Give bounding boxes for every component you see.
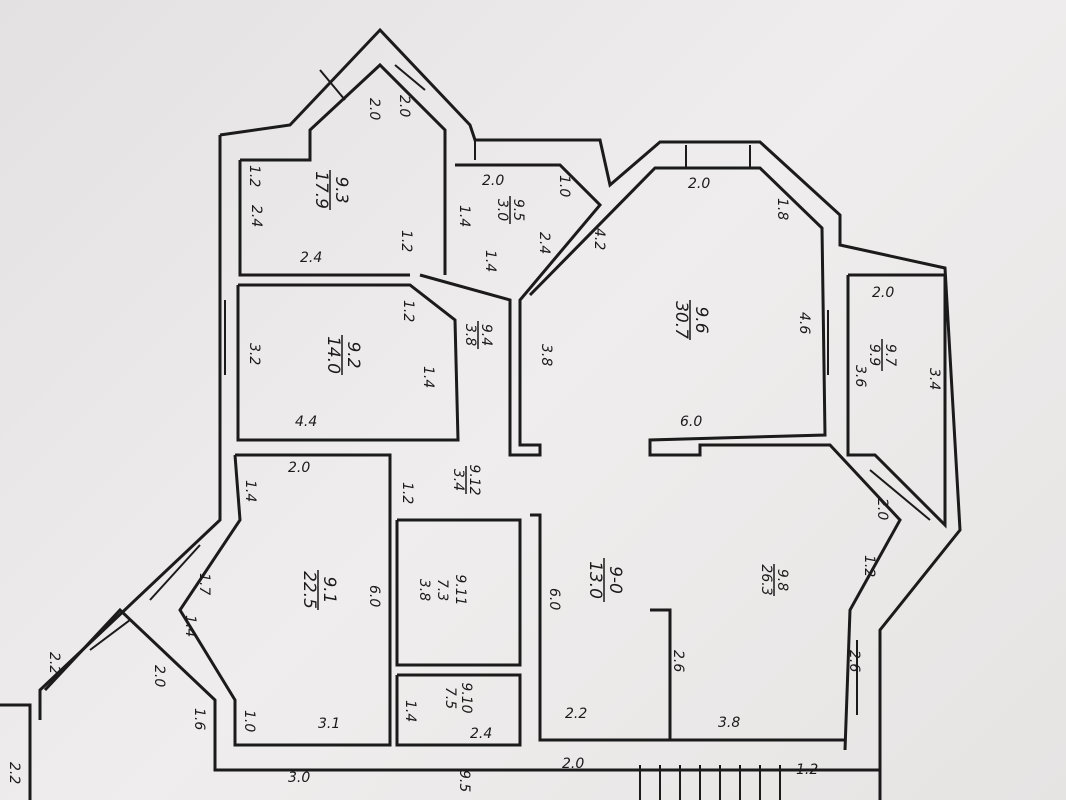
- room-id: 9.5: [456, 770, 472, 792]
- room-id: 9.7: [882, 344, 898, 366]
- dim-label: 1.4: [242, 480, 258, 502]
- room-id: 9.6: [691, 306, 711, 333]
- room-id: 9.5: [510, 199, 526, 221]
- dim-label: 2.4: [470, 726, 492, 742]
- room-area: 9.9: [866, 344, 882, 366]
- room-9-11: 9.11 7.3 3.8: [416, 574, 468, 605]
- dim-label: 4.2: [591, 228, 607, 250]
- room-9-10: 9.10 7.5: [442, 682, 474, 713]
- room-area: 3.0: [494, 199, 510, 221]
- dim-label: 2.4: [536, 232, 552, 254]
- dim-label: 3.4: [926, 368, 942, 390]
- dim-label: 4.6: [796, 312, 812, 334]
- dim-label: 2.0: [874, 498, 890, 520]
- dim-label: 2.6: [670, 650, 686, 672]
- dim-label: 2.6: [846, 650, 862, 672]
- dim-label: 2.2: [565, 706, 587, 722]
- room-id: 9.10: [458, 682, 474, 713]
- dim-label: 3.8: [718, 715, 740, 731]
- dim-label: 1.0: [241, 710, 257, 732]
- dim-label: 6.0: [546, 588, 562, 610]
- room-9-4: 9.4 3.8: [462, 321, 494, 349]
- dim-label: 3.2: [246, 343, 262, 365]
- room-area: 3.4: [450, 469, 466, 491]
- dim-label: 1.2: [246, 165, 262, 187]
- room-area: 3.8: [462, 324, 478, 346]
- dim-label: 2.4: [300, 250, 322, 266]
- dim-label: 1.4: [482, 250, 498, 272]
- dim-label: 1.4: [456, 205, 472, 227]
- room-area: 30.7: [671, 301, 691, 339]
- dim-label: 2.0: [482, 173, 504, 189]
- room-area: 7.3: [434, 579, 450, 601]
- dim-label: 1.2: [400, 300, 416, 322]
- dim-label: 1.2: [861, 555, 877, 577]
- dim-label: 3.8: [538, 344, 554, 366]
- room-labels: 9.3 17.9 2.0 2.0 1.2 2.4 2.4 1.2 9.5 3.0…: [6, 95, 942, 792]
- room-9-8: 9.8 26.3: [758, 564, 790, 596]
- room-id: 9.4: [478, 324, 494, 346]
- dim-label: 2.0: [151, 665, 167, 687]
- room-area: 26.3: [758, 564, 774, 595]
- dim-label: 3.6: [852, 365, 868, 387]
- room-9-1: 9.1 22.5: [299, 570, 339, 610]
- room-id: 9.1: [319, 576, 339, 603]
- room-area: 14.0: [323, 336, 343, 374]
- room-9-0: 9-0 13.0: [585, 558, 625, 602]
- dim-label: 6.0: [366, 585, 382, 607]
- room-area: 22.5: [299, 571, 319, 609]
- room-id: 9.11: [452, 574, 468, 605]
- dim-label: 4.4: [295, 414, 317, 430]
- room-9-2: 9.2 14.0: [323, 335, 363, 375]
- room-9-3: 9.3 17.9: [311, 170, 351, 210]
- room-id: 9.12: [466, 464, 482, 495]
- room-area: 17.9: [311, 171, 331, 209]
- dim-label: 1.2: [398, 230, 414, 252]
- dim-label: 1.2: [399, 482, 415, 504]
- dim-label: 2.0: [366, 98, 382, 120]
- room-9-7: 9.7 9.9: [866, 339, 898, 371]
- room-id: 9.2: [343, 341, 363, 368]
- dim-label: 3.0: [288, 770, 310, 786]
- dim-label: 2.2: [6, 762, 22, 784]
- dim-label: 3.1: [318, 716, 340, 732]
- dim-label: 2.4: [248, 205, 264, 227]
- walls: [0, 27, 962, 800]
- dim-label: 1.2: [796, 762, 818, 778]
- dim-label: 6.0: [680, 414, 702, 430]
- room-id: 9.8: [774, 569, 790, 591]
- dim-label: 2.2: [46, 652, 62, 674]
- room-9-12: 9.12 3.4: [450, 464, 482, 495]
- room-9-5: 9.5 3.0: [494, 196, 526, 224]
- dim-label: 2.0: [688, 176, 710, 192]
- dim-label: 2.0: [288, 460, 310, 476]
- dim-label: 1.7: [196, 573, 212, 595]
- dim-label: 2.0: [872, 285, 894, 301]
- dim-label: 2.0: [396, 95, 412, 117]
- room-area: 13.0: [585, 561, 605, 599]
- dim-label: 3.8: [416, 579, 432, 601]
- room-id: 9-0: [605, 566, 625, 594]
- dim-label: 1.0: [556, 175, 572, 197]
- dim-label: 1.4: [182, 615, 198, 637]
- dim-label: 1.4: [420, 366, 436, 388]
- room-id: 9.3: [331, 176, 351, 203]
- room-area: 7.5: [442, 687, 458, 709]
- dim-label: 1.8: [774, 198, 790, 220]
- dim-label: 1.6: [191, 708, 207, 730]
- room-9-6: 9.6 30.7: [671, 300, 711, 340]
- dim-label: 1.4: [402, 700, 418, 722]
- dim-label: 2.0: [562, 756, 584, 772]
